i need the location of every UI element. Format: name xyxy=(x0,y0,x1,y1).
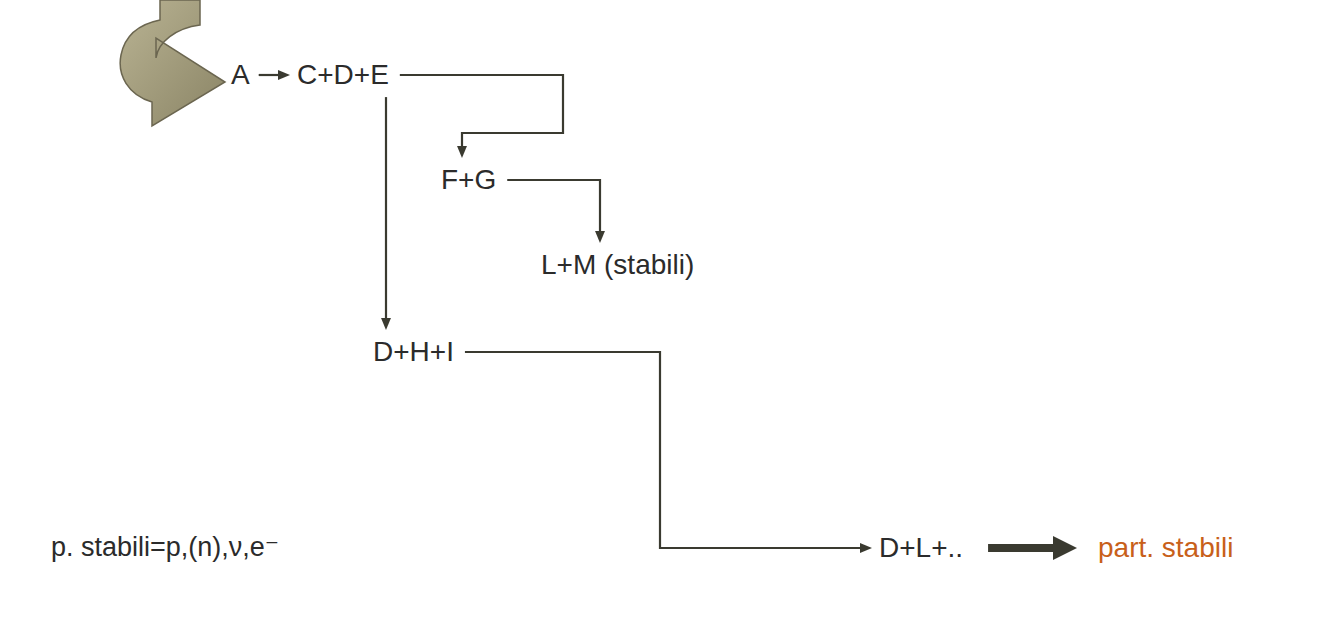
flow-arrow xyxy=(465,352,862,548)
text-node: D+L+.. xyxy=(876,530,966,566)
node-text: L+M (stabili) xyxy=(541,249,694,281)
text-node: D+H+I xyxy=(370,334,457,370)
text-node: F+G xyxy=(438,162,499,198)
node-text: A xyxy=(231,59,250,91)
curved-arrow xyxy=(120,0,225,126)
flow-arrow xyxy=(507,180,600,233)
flow-arrow xyxy=(988,544,1057,552)
node-text: F+G xyxy=(441,164,496,196)
node-text: part. stabili xyxy=(1098,532,1233,564)
flow-arrow xyxy=(400,75,563,148)
flow-arrow xyxy=(259,74,280,76)
node-text: C+D+E xyxy=(297,59,389,91)
text-node: L+M (stabili) xyxy=(538,247,697,283)
node-text: D+L+.. xyxy=(879,532,963,564)
text-node: A xyxy=(228,57,253,93)
node-text: D+H+I xyxy=(373,336,454,368)
text-node: part. stabili xyxy=(1095,530,1236,566)
text-node: C+D+E xyxy=(294,57,392,93)
flow-arrow xyxy=(385,97,387,320)
note-label: p. stabili=p,(n),ν,e⁻ xyxy=(48,530,282,565)
